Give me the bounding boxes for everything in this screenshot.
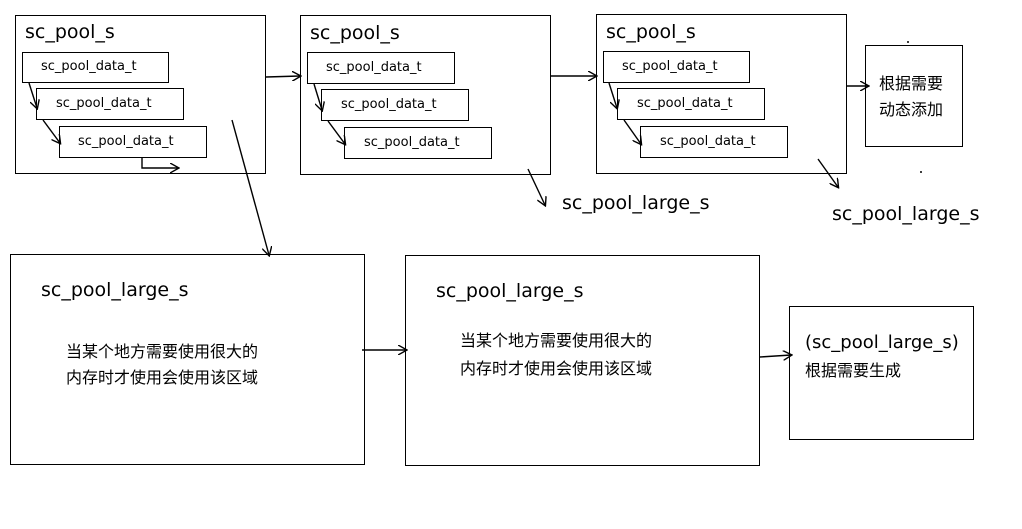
dynamic-add-line-2: 动态添加 [879, 100, 944, 119]
arrow-data-3-2 [623, 119, 641, 144]
arrow-data-1-3 [141, 158, 178, 168]
pool-data-box-1-2 [36, 88, 184, 120]
pool-data-label-2-2: sc_pool_data_t [341, 97, 437, 112]
stray-dot-1 [907, 41, 909, 43]
pool-data-label-2-1: sc_pool_data_t [326, 60, 422, 75]
large-box-title-1: sc_pool_large_s [41, 279, 189, 301]
generated-box-line-1: (sc_pool_large_s) [805, 332, 959, 353]
pool-data-box-2-3 [344, 127, 492, 159]
pool-data-label-1-2: sc_pool_data_t [56, 96, 152, 111]
arrow-pool1-to-pool2 [265, 76, 300, 77]
floating-large-label-1: sc_pool_large_s [562, 192, 710, 214]
arrow-large2-to-generated [759, 355, 791, 357]
pool-data-label-2-3: sc_pool_data_t [364, 135, 460, 150]
generated-box-line-2: 根据需要生成 [805, 361, 902, 380]
pool-data-box-3-2 [617, 88, 765, 120]
large-box-1 [10, 254, 365, 465]
arrow-data-2-1 [313, 83, 322, 110]
floating-large-label-2: sc_pool_large_s [832, 203, 980, 225]
arrow-data-1-2 [42, 119, 60, 143]
pool-title-1: sc_pool_s [25, 21, 115, 43]
pool-data-box-2-2 [321, 89, 469, 121]
stray-dot-2 [920, 171, 922, 173]
pool-data-box-1-3 [59, 126, 207, 158]
pool-title-2: sc_pool_s [310, 22, 400, 44]
arrow-pool3-to-large-label [817, 158, 838, 187]
arrow-data-2-2 [327, 120, 345, 144]
pool-data-label-3-3: sc_pool_data_t [660, 134, 756, 149]
large-box-desc-2-line-1: 当某个地方需要使用很大的 [460, 331, 653, 350]
pool-data-box-2-1 [307, 52, 455, 84]
dynamic-add-line-1: 根据需要 [879, 74, 944, 93]
arrow-data-1-1 [28, 82, 37, 108]
pool-data-label-3-2: sc_pool_data_t [637, 96, 733, 111]
pool-data-box-1-1 [22, 52, 169, 83]
large-box-2 [405, 255, 760, 466]
generated-box [789, 306, 974, 440]
large-box-desc-1-line-1: 当某个地方需要使用很大的 [66, 342, 259, 361]
arrow-pool2-to-large-label [527, 168, 545, 205]
large-box-title-2: sc_pool_large_s [436, 280, 584, 302]
pool-data-label-1-1: sc_pool_data_t [41, 59, 137, 74]
pool-title-3: sc_pool_s [606, 21, 696, 43]
pool-data-box-3-1 [603, 51, 750, 83]
arrow-data-3-1 [608, 82, 617, 108]
large-box-desc-1-line-2: 内存时才使用会使用该区域 [66, 368, 259, 387]
dynamic-add-box [865, 45, 963, 147]
pool-data-label-3-1: sc_pool_data_t [622, 59, 718, 74]
pool-data-label-1-3: sc_pool_data_t [78, 134, 174, 149]
large-box-desc-2-line-2: 内存时才使用会使用该区域 [460, 359, 653, 378]
arrow-pool1-to-large1 [231, 119, 269, 255]
